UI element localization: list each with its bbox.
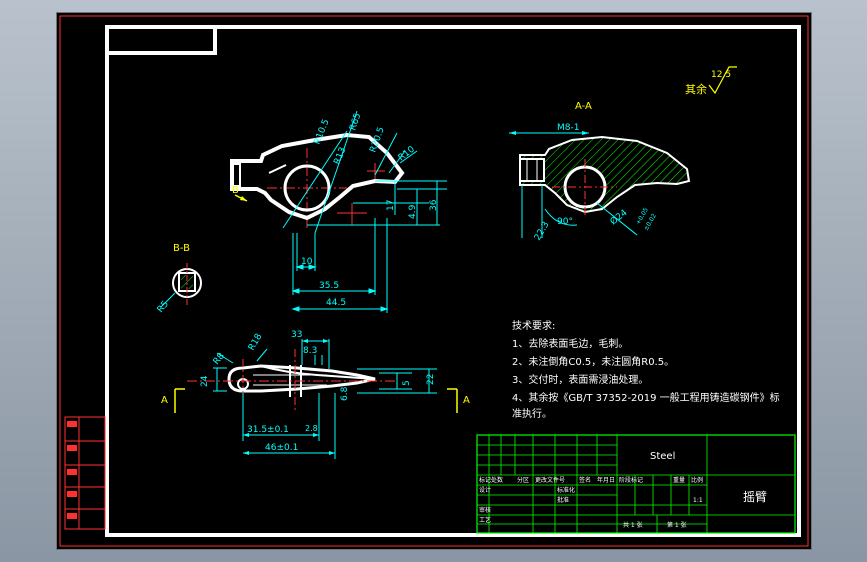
dim-4-9: 4.9 — [408, 204, 418, 219]
tb-stage-mark: 阶段标记 — [619, 476, 643, 484]
sheet-border-outer — [59, 15, 809, 547]
tb-header-sign: 签名 — [579, 476, 591, 484]
tb-sheets-total: 共 1 张 — [623, 521, 643, 529]
roughness-symbol: 其余 12.5 — [685, 66, 737, 96]
section-bb-view: B-B R5 — [156, 243, 202, 315]
dim-r65: R65 — [348, 112, 363, 132]
roughness-rest-label: 其余 — [685, 82, 707, 96]
tb-design: 设计 — [479, 486, 491, 494]
dim-36: 36 — [429, 199, 439, 211]
code-box — [105, 25, 217, 55]
title-block: Steel 摇臂 标记 处数 分区 更改文件号 签名 年月日 设计 审核 工艺 … — [476, 434, 796, 534]
tb-scale-value: 1:1 — [693, 497, 703, 504]
dim-r18: R18 — [247, 332, 265, 353]
dim-r8: R8 — [212, 351, 228, 367]
dim-90deg: 90° — [557, 217, 573, 227]
roughness-value: 12.5 — [711, 70, 731, 80]
dim-8-3: 8.3 — [303, 346, 317, 356]
dim-24: 24 — [200, 375, 210, 387]
tb-header-zone: 分区 — [517, 476, 529, 484]
dim-46: 46±0.1 — [265, 443, 298, 453]
cad-drawing: R10.5 R13 R65 R20.5 R10 17 4.9 36 10 35.… — [59, 15, 809, 547]
label-a-arrow-left: A — [161, 395, 168, 406]
section-aa-view: A-A M8-1 90° 22.3 Ø24 +0.05 ±0.02 — [509, 101, 691, 243]
front-view-dimensions: R10.5 R13 R65 R20.5 R10 17 4.9 36 10 35.… — [232, 112, 439, 308]
note-line-4: 4、其余按《GB/T 37352-2019 一般工程用铸造碳钢件》标 — [512, 391, 780, 404]
notes-title: 技术要求: — [512, 319, 555, 332]
front-view — [230, 110, 447, 313]
tb-header-mark: 标记 — [479, 476, 491, 484]
dim-m8: M8-1 — [557, 123, 579, 133]
top-view: A A — [161, 339, 470, 459]
tb-approve: 批准 — [557, 496, 569, 504]
tb-scale-label: 比例 — [691, 476, 703, 484]
tb-process: 工艺 — [479, 516, 491, 524]
cad-viewport[interactable]: R10.5 R13 R65 R20.5 R10 17 4.9 36 10 35.… — [56, 12, 812, 550]
label-a-arrow-right: A — [463, 395, 470, 406]
dim-r10: R10 — [397, 144, 417, 163]
dim-44-5: 44.5 — [326, 298, 346, 308]
note-line-1: 1、去除表面毛边，毛刺。 — [512, 337, 628, 350]
dim-10: 10 — [301, 257, 313, 267]
dim-r5-bb: R5 — [156, 299, 171, 315]
dim-33: 33 — [291, 330, 302, 340]
note-line-3: 3、交付时，表面需浸油处理。 — [512, 373, 648, 386]
tb-header-date: 年月日 — [597, 476, 615, 484]
revision-strip — [64, 416, 106, 530]
dim-r10-5: R10.5 — [313, 118, 332, 146]
tb-header-count: 处数 — [491, 476, 503, 484]
material-label: Steel — [650, 451, 675, 462]
dim-6-8: 6.8 — [340, 386, 350, 401]
tb-standardize: 标准化 — [557, 486, 575, 494]
dim-phi24: Ø24 — [608, 207, 630, 227]
dim-2-8: 2.8 — [305, 424, 318, 433]
dim-17: 17 — [386, 200, 396, 211]
dim-31-5: 31.5±0.1 — [247, 425, 289, 435]
dim-5: 5 — [402, 380, 412, 386]
note-line-2: 2、未注倒角C0.5，未注圆角R0.5。 — [512, 355, 674, 368]
drawing-frame — [105, 25, 801, 537]
tb-sheet-no: 第 1 张 — [667, 521, 687, 529]
label-section-aa: A-A — [575, 101, 592, 112]
technical-notes: 技术要求: 1、去除表面毛边，毛刺。 2、未注倒角C0.5，未注圆角R0.5。 … — [512, 319, 780, 420]
tb-header-file: 更改文件号 — [535, 476, 565, 484]
tb-check: 审核 — [479, 506, 491, 514]
part-name: 摇臂 — [743, 490, 767, 504]
label-b-arrow: B — [232, 185, 239, 196]
tb-weight: 重量 — [673, 476, 685, 484]
dim-22-3: 22.3 — [533, 220, 552, 242]
label-section-bb: B-B — [173, 243, 190, 254]
dim-22: 22 — [426, 374, 436, 385]
note-line-5: 准执行。 — [512, 407, 552, 420]
dim-35-5: 35.5 — [319, 281, 339, 291]
